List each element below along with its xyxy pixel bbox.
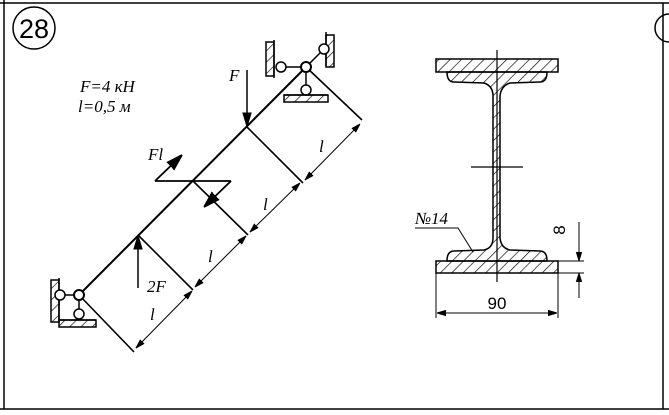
extension-line <box>305 66 363 121</box>
problem-number: 28 <box>19 14 49 44</box>
hinge <box>73 308 85 320</box>
next-problem-circle-fragment <box>654 13 669 43</box>
given-length: l=0,5 м <box>78 97 131 116</box>
extension-line <box>246 126 304 184</box>
dimension-line <box>136 291 192 348</box>
thickness-dimension <box>558 222 584 298</box>
beam-hinge <box>73 289 85 301</box>
bottom-pin-support <box>50 278 97 328</box>
load-2f-label: 2F <box>147 277 167 296</box>
dimension-line <box>195 236 246 287</box>
segment-label: l <box>150 305 155 324</box>
moment-arrow-down <box>204 180 232 207</box>
profile-leader-line <box>415 227 474 253</box>
segment-label: l <box>263 195 268 214</box>
moment-label: Fl <box>147 145 163 164</box>
extension-line <box>192 180 249 236</box>
section-lines <box>78 66 363 353</box>
ground-hatch <box>58 319 97 328</box>
top-pin-support <box>265 32 335 103</box>
segment-label: l <box>319 137 324 156</box>
profile-label: №14 <box>414 209 449 228</box>
hinge <box>300 84 312 96</box>
thickness-label: 8 <box>550 225 569 234</box>
moment-arrow-up <box>154 155 182 182</box>
hinge <box>275 61 287 73</box>
wall-hatch <box>50 279 60 323</box>
width-label: 90 <box>488 294 507 313</box>
hinge <box>318 43 330 55</box>
dimension-lines <box>136 124 360 348</box>
moment-fl-symbol <box>154 155 232 207</box>
hinge <box>54 289 66 301</box>
width-dimension <box>435 273 559 318</box>
load-f-label: F <box>228 66 240 85</box>
problem-number-badge: 28 <box>12 6 56 50</box>
cross-section <box>435 50 559 282</box>
problem-number-circle <box>12 6 56 50</box>
given-force: F=4 кН <box>79 77 137 96</box>
ground-hatch <box>283 94 329 103</box>
dimension-line <box>305 124 360 180</box>
wall-hatch <box>265 41 275 77</box>
beam-hinge <box>300 61 312 73</box>
extension-line <box>137 234 194 291</box>
segment-label: l <box>208 247 213 266</box>
dimension-line <box>250 183 300 232</box>
extension-line <box>78 294 135 353</box>
